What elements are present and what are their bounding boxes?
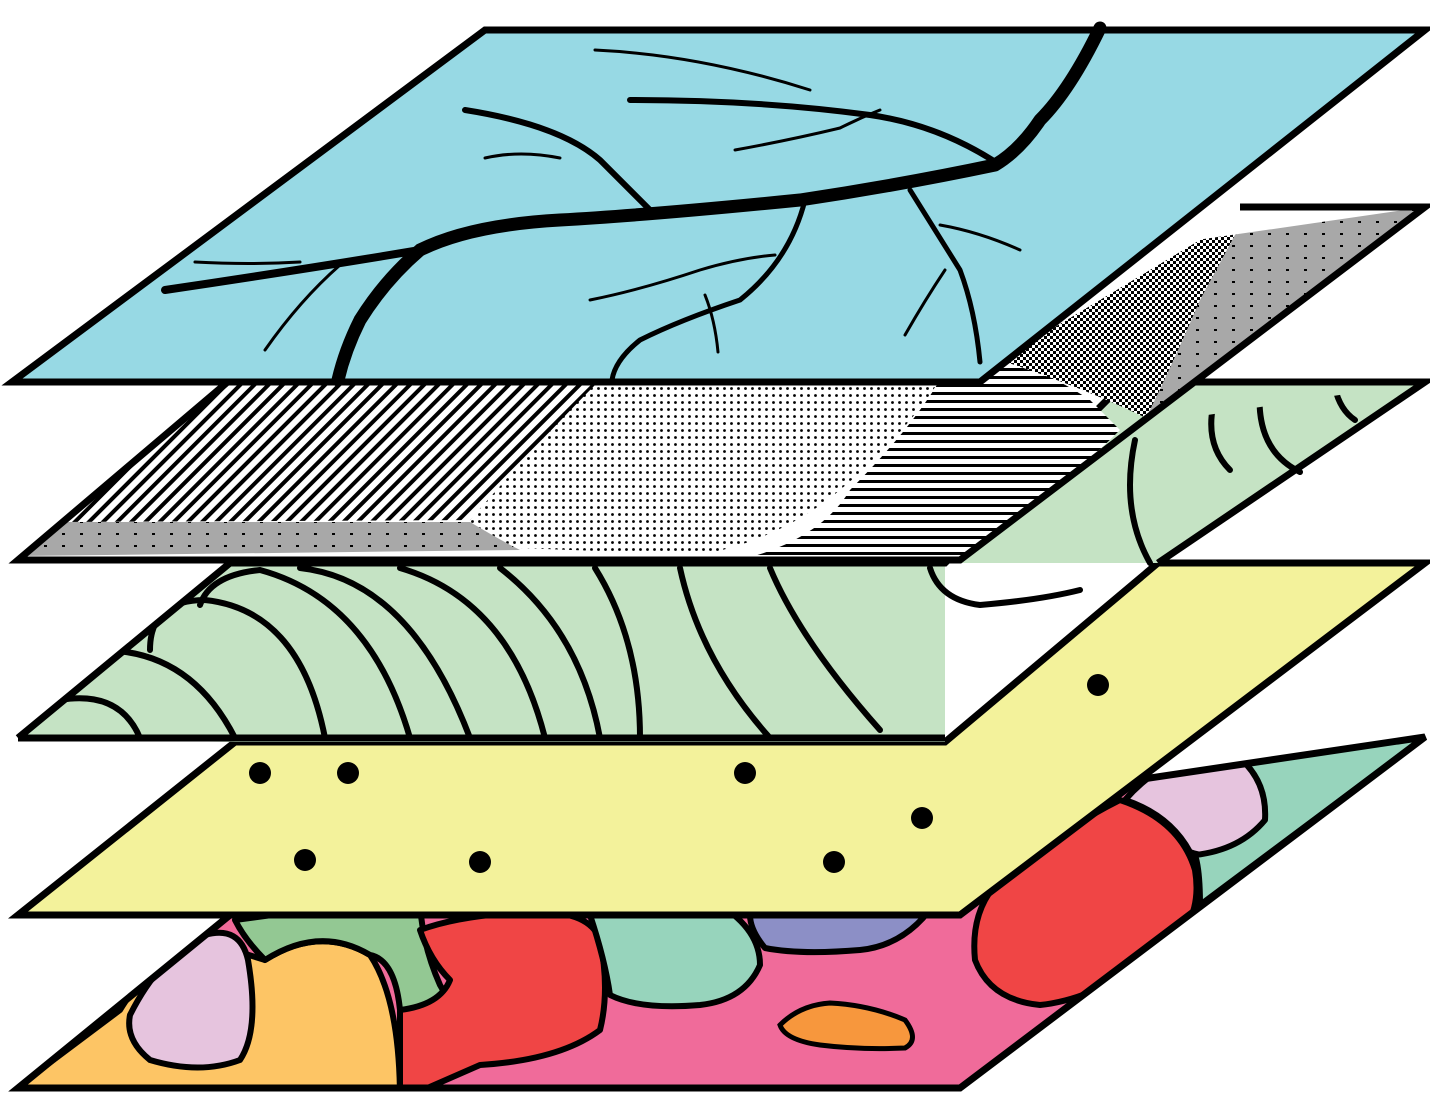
sample-point [823, 851, 845, 873]
sample-point [294, 849, 316, 871]
sample-point [469, 851, 491, 873]
river-tributary [195, 262, 300, 264]
sample-point [249, 762, 271, 784]
sample-point [734, 762, 756, 784]
sample-point [337, 762, 359, 784]
lavender-region [129, 933, 252, 1068]
sample-point [1087, 674, 1109, 696]
gray-dotted-zone-left [20, 522, 520, 556]
sample-point [911, 807, 933, 829]
teal-region-center [590, 904, 760, 1007]
contour-line [930, 568, 1080, 605]
